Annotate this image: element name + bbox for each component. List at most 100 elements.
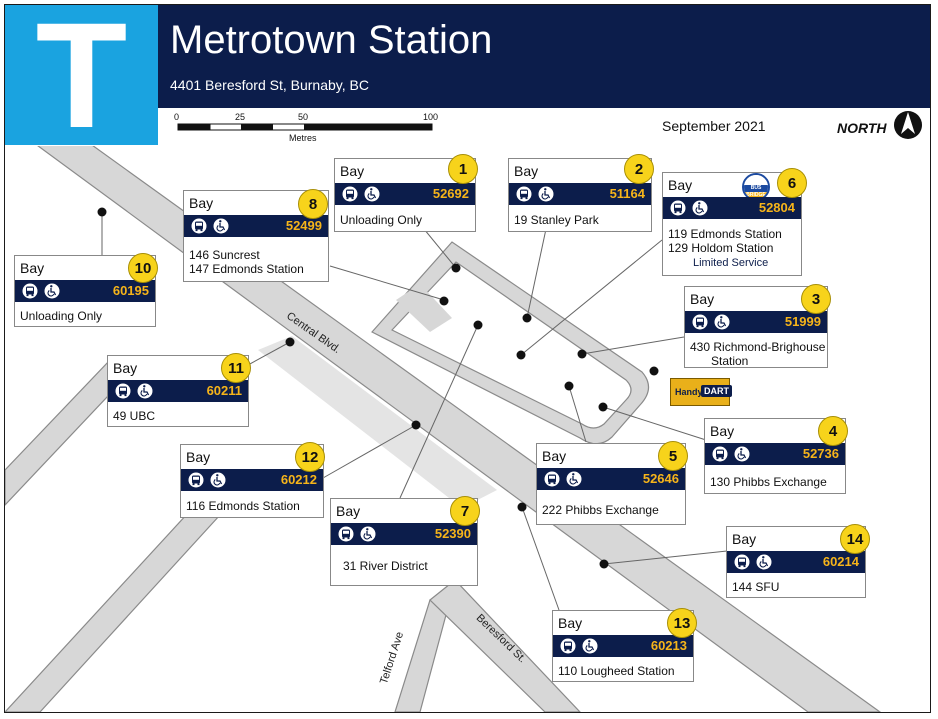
bay-label: Bay: [340, 163, 365, 179]
handydart-brand: DART: [701, 385, 732, 397]
date-label: September 2021: [662, 118, 766, 134]
bay-card-2[interactable]: Bay 51164 2 19 Stanley Park: [508, 154, 654, 232]
bay-label: Bay: [113, 360, 138, 376]
bus-bridge-text: BUS BRIDGE: [746, 185, 766, 198]
bay-card-7[interactable]: Bay 52390 7 31 River District: [330, 496, 480, 586]
stop-number: 60212: [280, 472, 317, 487]
route-line: 110 Lougheed Station: [558, 664, 675, 678]
stop-number: 52804: [758, 200, 795, 215]
scale-unit: Metres: [289, 133, 317, 143]
bay-number-badge: 4: [818, 416, 848, 446]
bus-icon: [712, 446, 728, 462]
bus-bridge-badge: BUS BRIDGE: [742, 173, 770, 201]
bus-icon: [692, 314, 708, 330]
bay-label: Bay: [336, 503, 361, 519]
bus-icon: [670, 200, 686, 216]
bus-icon: [338, 526, 354, 542]
wheelchair-icon: [213, 218, 229, 234]
scale-tick-50: 50: [298, 112, 309, 122]
stop-number: 60211: [206, 383, 242, 398]
bus-icon: [188, 472, 204, 488]
bay-strip: 52390: [331, 523, 477, 545]
bay-card-3[interactable]: Bay 51999 3 430 Richmond-Brighouse Stati…: [684, 284, 831, 368]
stop-number: 51999: [784, 314, 821, 329]
wheelchair-icon: [582, 638, 598, 654]
service-note: Limited Service: [693, 257, 769, 269]
stop-point: [599, 559, 609, 569]
wheelchair-icon: [714, 314, 730, 330]
stop-number: 51164: [609, 186, 645, 201]
stop-point: [516, 350, 526, 360]
bay-strip: 51164: [509, 183, 651, 205]
stop-number: 52646: [642, 471, 679, 486]
stop-number: 52499: [285, 218, 322, 233]
route-line: Unloading Only: [340, 213, 423, 227]
route-line: 130 Phibbs Exchange: [710, 475, 827, 489]
bay-label: Bay: [20, 260, 45, 276]
bay-label: Bay: [514, 163, 539, 179]
bay-strip: 51999: [685, 311, 827, 333]
header-bar: [158, 5, 930, 108]
bay-card-13[interactable]: Bay 60213 13 110 Lougheed Station: [552, 608, 697, 682]
bay-label: Bay: [690, 291, 715, 307]
bay-card-12[interactable]: Bay 60212 12 116 Edmonds Station: [180, 442, 325, 518]
bay-card-1[interactable]: Bay 52692 1 Unloading Only: [334, 154, 478, 232]
bay-label: Bay: [542, 448, 567, 464]
bay-number-badge: 1: [448, 154, 478, 184]
wheelchair-icon: [44, 283, 60, 299]
stop-point: [522, 313, 532, 323]
road-beresford-st: [429, 579, 581, 712]
bay-strip: 60213: [553, 635, 693, 657]
bay-card-6[interactable]: Bay BUS BRIDGE 52804 6 119 Edmonds Stati…: [662, 168, 807, 276]
scale-bar: [177, 123, 433, 131]
bus-icon: [115, 383, 131, 399]
bus-icon: [734, 554, 750, 570]
wheelchair-icon: [538, 186, 554, 202]
bay-label: Bay: [710, 423, 735, 439]
stop-number: 60213: [650, 638, 687, 653]
stop-number: 52692: [432, 186, 469, 201]
wheelchair-icon: [734, 446, 750, 462]
route-line: 147 Edmonds Station: [189, 262, 304, 276]
bay-card-5[interactable]: Bay 52646 5 222 Phibbs Exchange: [536, 441, 688, 525]
bay-strip: 60211: [108, 380, 248, 402]
bay-number-badge: 11: [221, 353, 251, 383]
stop-point: [473, 320, 483, 330]
map-frame: [4, 4, 931, 713]
plaza-area: [258, 336, 497, 508]
bus-icon: [544, 471, 560, 487]
bay-strip: 52692: [335, 183, 475, 205]
bay-number-badge: 8: [298, 189, 328, 219]
bay-card-10[interactable]: Bay 60195 10 Unloading Only: [14, 253, 158, 327]
bay-card-4[interactable]: Bay 52736 4 130 Phibbs Exchange: [704, 416, 848, 494]
bay-strip: 60214: [727, 551, 865, 573]
transit-logo: T: [5, 0, 158, 150]
bay-card-14[interactable]: Bay 60214 14 144 SFU: [726, 524, 870, 598]
scale-tick-0: 0: [174, 112, 180, 122]
bay-label: Bay: [558, 615, 583, 631]
wheelchair-icon: [756, 554, 772, 570]
stop-number: 60195: [112, 283, 149, 298]
bay-number-badge: 10: [128, 253, 158, 283]
route-line: 19 Stanley Park: [514, 213, 599, 227]
bay-strip: 52736: [705, 443, 845, 465]
route-line: 119 Edmonds Station: [668, 227, 782, 241]
handydart-logo: Handy DART: [670, 378, 732, 406]
route-line: 430 Richmond-Brighouse: [690, 340, 826, 354]
bay-card-8[interactable]: Bay 52499 8 146 Suncrest 147 Edmonds Sta…: [183, 189, 329, 282]
route-line: 222 Phibbs Exchange: [542, 503, 659, 517]
route-line: Station: [711, 354, 749, 368]
stop-point: [649, 366, 659, 376]
bus-icon: [22, 283, 38, 299]
wheelchair-icon: [360, 526, 376, 542]
bay-strip: 52646: [537, 468, 685, 490]
bay-card-11[interactable]: Bay 60211 11 49 UBC: [107, 353, 251, 427]
stop-point: [564, 381, 574, 391]
wheelchair-icon: [210, 472, 226, 488]
bay-number-badge: 5: [658, 441, 688, 471]
stop-point: [517, 502, 527, 512]
north-arrow-icon: [894, 111, 922, 139]
route-line: 116 Edmonds Station: [186, 499, 300, 513]
wheelchair-icon: [364, 186, 380, 202]
